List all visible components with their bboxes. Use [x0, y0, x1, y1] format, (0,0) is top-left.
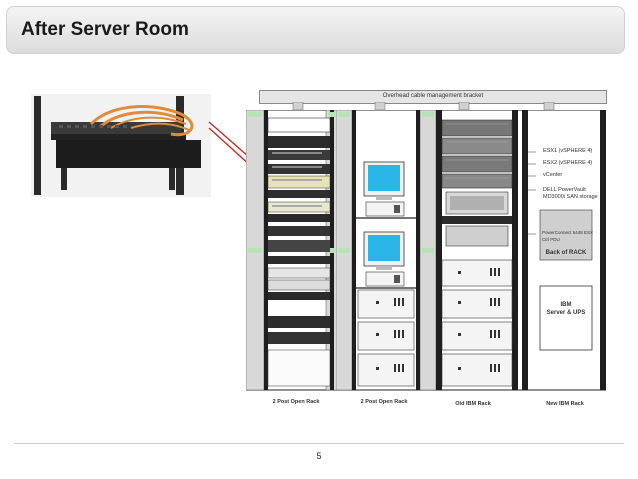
footer-divider: [14, 443, 624, 444]
back-of-rack-label: Back of RACK: [545, 250, 587, 256]
rack-2-label: 2 Post Open Rack: [360, 399, 408, 405]
rack-4-label: New IBM Rack: [546, 401, 584, 407]
dell-label-line2: MD3000i SAN storage: [543, 194, 598, 200]
esx2-label: ESX2 (vSPHERE 4): [543, 160, 593, 166]
pdu-label-line1: PowerConnect 5448 ESX: [542, 230, 594, 235]
rack-3-label: Old IBM Rack: [455, 401, 491, 407]
page-number: 5: [316, 451, 322, 461]
vcenter-label: vCenter: [543, 172, 563, 178]
slide-title: After Server Room: [21, 19, 189, 40]
esx1-label: ESX1 (vSPHERE 4): [543, 148, 593, 154]
bracket-label: Overhead cable management bracket: [382, 93, 484, 99]
ibm-label-line2: Server & UPS: [546, 310, 586, 316]
title-bar: After Server Room: [6, 6, 625, 54]
rack-4-new-ibm: [522, 110, 606, 391]
dell-label-line1: DELL PowerVault: [543, 187, 586, 193]
pdu-label-line2: Ctrl PDU: [542, 237, 560, 242]
rack-3-old-ibm: [420, 110, 524, 391]
rack-2-two-post: [336, 110, 434, 391]
rack-1-two-post: [246, 110, 344, 391]
ibm-label-line1: IBM: [560, 302, 572, 308]
overhead-cable-bracket: Overhead cable management bracket: [259, 90, 607, 104]
rack-1-label: 2 Post Open Rack: [272, 399, 320, 405]
patch-panel-photo: [31, 94, 211, 197]
